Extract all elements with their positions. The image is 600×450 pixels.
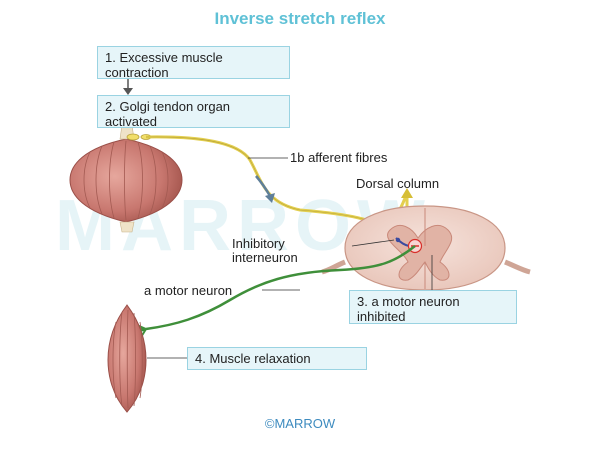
flow-arrow-1-to-2 (123, 78, 133, 95)
interneuron-label-line-2: interneuron (232, 250, 298, 265)
step-2-line-1: 2. Golgi tendon organ (105, 99, 231, 114)
step-3-box: 3. a motor neuron inhibited (349, 290, 517, 324)
contracted-muscle (69, 124, 183, 233)
step-1-line-1: 1. Excessive muscle (105, 50, 223, 65)
motor-neuron-label: a motor neuron (144, 283, 233, 298)
diagram-title: Inverse stretch reflex (214, 9, 386, 28)
step-1-box: 1. Excessive muscle contraction (97, 46, 290, 80)
step-3-line-1: 3. a motor neuron (357, 294, 460, 309)
step-2-line-2: activated (105, 114, 158, 129)
step-4-box: 4. Muscle relaxation (187, 347, 367, 370)
step-4-line-1: 4. Muscle relaxation (195, 351, 311, 366)
step-3-line-2: inhibited (357, 309, 406, 324)
impulse-direction-arrow (255, 175, 275, 203)
relaxed-muscle (107, 304, 187, 413)
dorsal-column-arrow (401, 188, 413, 208)
step-2-box: 2. Golgi tendon organ activated (97, 95, 290, 129)
step-1-line-2: contraction (105, 65, 169, 80)
spinal-cord-section (321, 205, 531, 291)
dorsal-column-label: Dorsal column (356, 176, 440, 191)
interneuron-label-line-1: Inhibitory (232, 236, 285, 251)
copyright: ©MARROW (264, 416, 336, 431)
afferent-fibres-label: 1b afferent fibres (290, 150, 388, 165)
